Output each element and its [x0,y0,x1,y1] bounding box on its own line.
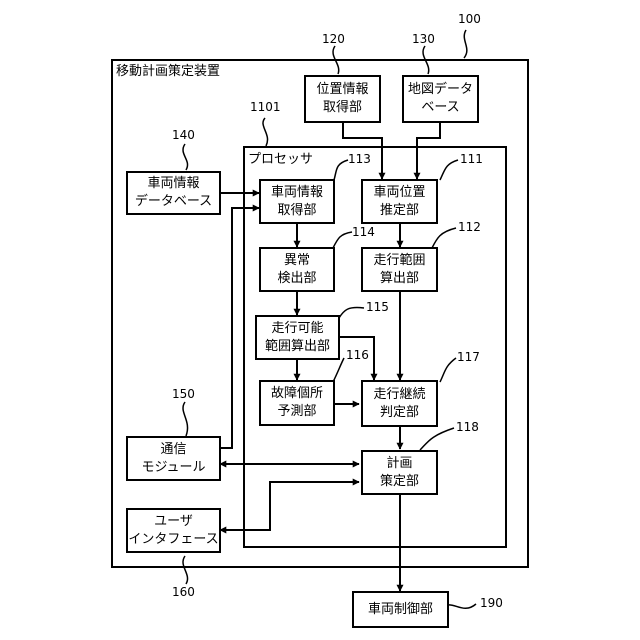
block-115-line2: 範囲算出部 [265,338,330,356]
leader-160 [183,556,188,584]
block-120-line2: 取得部 [323,99,362,117]
block-150-communication-module: 通信 モジュール [126,436,221,481]
block-190-vehicle-control: 車両制御部 [352,591,449,628]
block-130-line2: ベース [421,99,459,117]
leader-120 [333,46,339,74]
leader-112 [432,228,456,248]
leader-118 [420,428,454,450]
block-113-vehicle-info-acquisition: 車両情報 取得部 [259,179,335,224]
block-114-line2: 検出部 [277,270,316,288]
block-150-line1: 通信 [160,441,186,459]
ref-number-118: 118 [456,420,479,434]
ref-number-115: 115 [366,300,389,314]
ref-number-117: 117 [457,350,480,364]
block-140-line1: 車両情報 [147,175,199,193]
block-116-failure-location-prediction: 故障個所 予測部 [259,380,335,426]
block-111-line2: 推定部 [380,202,419,220]
block-115-drivable-range-calculation: 走行可能 範囲算出部 [255,315,340,360]
block-116-line1: 故障個所 [271,385,323,403]
leader-140 [183,144,188,170]
ref-number-114: 114 [352,225,375,239]
ref-number-130: 130 [412,32,435,46]
leader-114 [333,232,352,248]
block-118-line1: 計画 [386,455,412,473]
leader-116 [333,358,344,382]
block-120-line1: 位置情報 [316,81,368,99]
block-114-anomaly-detection: 異常 検出部 [259,247,335,292]
block-112-line1: 走行範囲 [373,252,425,270]
leader-1101 [263,118,268,146]
block-118-line2: 策定部 [380,473,419,491]
arrow-118-160-bidirectional [220,482,359,530]
block-117-continuation-judgment: 走行継続 判定部 [361,380,438,427]
block-140-vehicle-info-database: 車両情報 データベース [126,171,221,215]
arrow-150-to-113 [220,208,259,448]
ref-number-160: 160 [172,585,195,599]
block-113-line2: 取得部 [277,202,316,220]
ref-number-116: 116 [346,348,369,362]
arrow-120-to-111 [343,122,382,179]
ref-number-140: 140 [172,128,195,142]
ref-number-120: 120 [322,32,345,46]
block-118-plan-formulation: 計画 策定部 [361,450,438,495]
block-112-travel-range-calculation: 走行範囲 算出部 [361,247,438,292]
block-111-line1: 車両位置 [373,184,425,202]
block-114-line1: 異常 [284,252,310,270]
block-150-line2: モジュール [141,459,205,477]
ref-number-111: 111 [460,152,483,166]
block-111-vehicle-position-estimation: 車両位置 推定部 [361,179,438,224]
block-113-line1: 車両情報 [271,184,323,202]
leader-117 [440,358,456,382]
block-120-position-info-acquisition: 位置情報 取得部 [304,75,381,123]
ref-number-150: 150 [172,387,195,401]
block-117-line1: 走行継続 [373,386,425,404]
block-160-line1: ユーザ [154,513,193,531]
leader-100 [464,30,467,58]
block-130-map-database: 地図データ ベース [402,75,479,123]
block-117-line2: 判定部 [380,404,419,422]
ref-number-112: 112 [458,220,481,234]
block-160-user-interface: ユーザ インタフェース [126,508,221,553]
block-116-line2: 予測部 [277,403,316,421]
ref-number-190: 190 [480,596,503,610]
ref-number-113: 113 [348,152,371,166]
block-112-line2: 算出部 [380,270,419,288]
block-140-line2: データベース [135,193,212,211]
leader-111 [440,160,458,180]
block-115-line1: 走行可能 [271,320,323,338]
block-130-line1: 地図データ [408,81,473,99]
block-190-line1: 車両制御部 [368,601,433,619]
leader-115 [339,307,364,318]
leader-113 [334,160,348,180]
arrow-130-to-111 [417,122,440,179]
leader-150 [183,402,188,436]
leader-130 [423,46,429,74]
block-160-line2: インタフェース [128,531,218,549]
